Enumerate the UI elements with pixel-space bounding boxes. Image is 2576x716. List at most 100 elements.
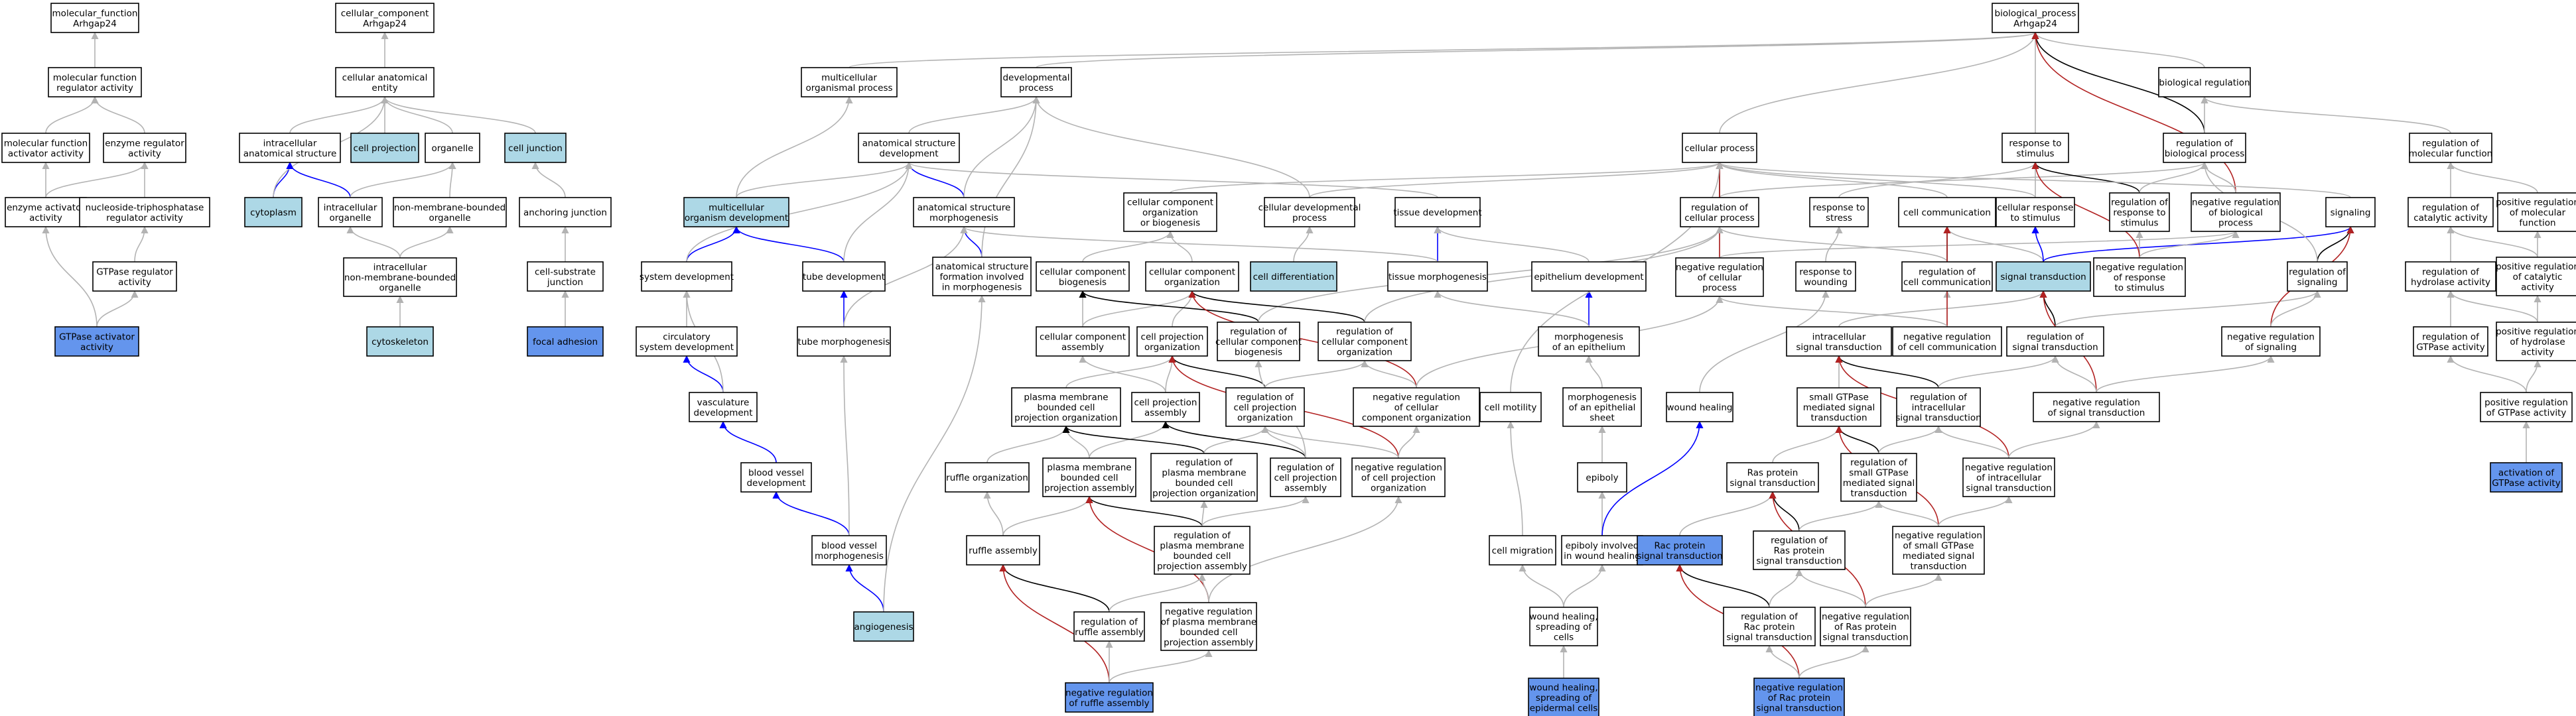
node-cell-mig[interactable]: cell migration <box>1489 535 1556 566</box>
node-inmb-org[interactable]: intracellularnon-membrane-boundedorganel… <box>343 257 457 297</box>
node-tube-morph[interactable]: tube morphogenesis <box>797 326 891 357</box>
node-wound-heal[interactable]: wound healing <box>1666 392 1733 422</box>
node-cell-comm[interactable]: cell communication <box>1898 197 1996 227</box>
node-sig-trans[interactable]: signal transduction <box>1996 261 2091 292</box>
node-cytoskel[interactable]: cytoskeleton <box>366 326 434 357</box>
node-tissue-dev[interactable]: tissue development <box>1393 197 1482 227</box>
node-organelle[interactable]: organelle <box>425 133 480 163</box>
node-ruffle-asm[interactable]: ruffle assembly <box>966 535 1040 566</box>
node-focal-adh[interactable]: focal adhesion <box>527 326 604 357</box>
node-cell-proj[interactable]: cell projection <box>350 133 419 163</box>
node-signaling[interactable]: signaling <box>2325 197 2376 227</box>
node-sys-dev[interactable]: system development <box>640 261 734 292</box>
node-cell-junc[interactable]: cell junction <box>504 133 567 163</box>
node-ruffle-org[interactable]: ruffle organization <box>945 462 1030 493</box>
node-tube-dev[interactable]: tube development <box>802 261 886 292</box>
node-anch-junc[interactable]: anchoring junction <box>519 197 612 227</box>
node-tissue-morph[interactable]: tissue morphogenesis <box>1387 261 1488 292</box>
node-cell-diff[interactable]: cell differentiation <box>1250 261 1337 292</box>
node-epi-dev[interactable]: epithelium development <box>1531 261 1647 292</box>
